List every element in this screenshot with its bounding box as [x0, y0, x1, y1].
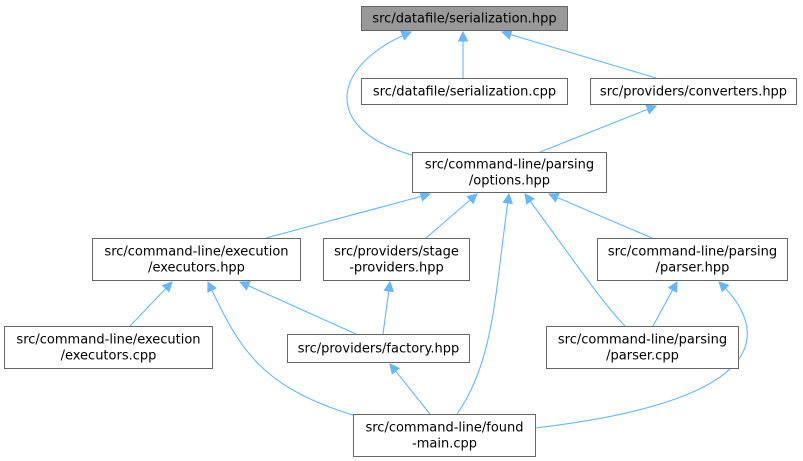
arrowhead-icon	[466, 193, 478, 205]
node-box	[92, 238, 301, 281]
node-serialization_hpp[interactable]: src/datafile/serialization.hpp	[361, 6, 568, 31]
arrowhead-icon	[389, 363, 401, 375]
edge-line	[389, 363, 431, 415]
node-options_hpp[interactable]: src/command-line/parsing/options.hpp	[412, 152, 607, 193]
edge-executors_hpp-to-found_main_cpp	[207, 280, 371, 421]
edge-options_hpp-to-found_main_cpp	[456, 192, 513, 415]
node-label: src/command-line/execution	[104, 245, 288, 260]
node-label: src/providers/converters.hpp	[600, 85, 787, 100]
node-box	[287, 334, 470, 363]
node-box	[590, 78, 797, 105]
node-label: src/datafile/serialization.cpp	[373, 85, 556, 100]
edge-factory_hpp-to-found_main_cpp	[389, 363, 431, 415]
edge-serialization_hpp-to-options_hpp	[346, 30, 416, 157]
edge-serialization_hpp-to-serialization_cpp	[457, 30, 469, 78]
node-label: -providers.hpp	[349, 261, 444, 276]
node-found_main_cpp[interactable]: src/command-line/found-main.cpp	[353, 414, 536, 457]
node-box	[4, 326, 213, 369]
node-label: src/command-line/parsing	[425, 158, 594, 173]
edge-line	[346, 31, 416, 157]
edge-line	[501, 31, 657, 79]
arrowhead-icon	[238, 281, 251, 291]
edge-executors_hpp-to-factory_hpp	[238, 281, 357, 335]
edge-options_hpp-to-parser_cpp	[524, 193, 626, 327]
node-box	[361, 6, 568, 31]
node-label: /executors.hpp	[148, 261, 245, 276]
edge-options_hpp-to-parser_hpp	[547, 192, 653, 239]
edge-options_hpp-to-stage_providers_hpp	[425, 193, 478, 239]
node-label: -main.cpp	[412, 437, 477, 452]
node-converters_hpp[interactable]: src/providers/converters.hpp	[590, 78, 797, 105]
arrowhead-icon	[207, 280, 217, 293]
edge-line	[425, 193, 478, 239]
node-label: src/providers/stage	[334, 245, 459, 260]
edge-converters_hpp-to-options_hpp	[539, 104, 658, 153]
node-label: /executors.cpp	[61, 349, 157, 364]
node-label: /parser.hpp	[656, 261, 730, 276]
node-label: /parser.cpp	[606, 349, 679, 364]
arrowhead-icon	[718, 281, 730, 293]
arrowhead-icon	[500, 29, 513, 40]
node-label: src/datafile/serialization.hpp	[372, 12, 556, 27]
edge-line	[129, 281, 173, 327]
arrowhead-icon	[667, 281, 678, 293]
arrowhead-icon	[457, 30, 469, 42]
arrowhead-icon	[645, 104, 658, 115]
node-label: src/command-line/found	[365, 421, 523, 436]
edge-serialization_hpp-to-converters_hpp	[500, 29, 657, 79]
edge-line	[265, 193, 431, 239]
node-executors_hpp[interactable]: src/command-line/execution/executors.hpp	[92, 238, 301, 281]
node-label: src/providers/factory.hpp	[298, 342, 459, 357]
edge-line	[456, 193, 510, 415]
edge-stage_providers_hpp-to-factory_hpp	[382, 280, 395, 335]
arrowhead-icon	[400, 30, 413, 41]
edge-executors_hpp-to-executors_cpp	[129, 281, 173, 327]
node-box	[597, 238, 788, 281]
node-label: src/command-line/parsing	[558, 333, 727, 348]
edge-line	[524, 193, 626, 327]
edge-line	[539, 105, 657, 153]
edges-layer	[129, 29, 748, 429]
edge-parser_hpp-to-parser_cpp	[652, 281, 678, 327]
node-executors_cpp[interactable]: src/command-line/execution/executors.cpp	[4, 326, 213, 369]
node-factory_hpp[interactable]: src/providers/factory.hpp	[287, 334, 470, 363]
arrowhead-icon	[524, 193, 535, 205]
node-label: /options.hpp	[469, 174, 550, 189]
node-label: src/command-line/execution	[16, 333, 200, 348]
node-parser_cpp[interactable]: src/command-line/parsing/parser.cpp	[546, 326, 739, 369]
edge-line	[239, 281, 357, 335]
arrowhead-icon	[502, 192, 513, 205]
node-box	[353, 414, 536, 457]
node-box	[361, 78, 568, 105]
node-serialization_cpp[interactable]: src/datafile/serialization.cpp	[361, 78, 568, 105]
arrowhead-icon	[547, 192, 560, 203]
arrowhead-icon	[383, 280, 395, 293]
edge-options_hpp-to-executors_hpp	[265, 191, 432, 239]
node-stage_providers_hpp[interactable]: src/providers/stage-providers.hpp	[323, 238, 470, 281]
arrowhead-icon	[419, 191, 432, 202]
node-box	[323, 238, 470, 281]
edge-line	[207, 281, 371, 421]
nodes-layer: src/datafile/serialization.hpp src/datafi…	[4, 6, 797, 457]
edge-line	[548, 193, 653, 239]
node-box	[546, 326, 739, 369]
arrowhead-icon	[161, 281, 173, 293]
node-label: src/command-line/parsing	[608, 245, 777, 260]
node-parser_hpp[interactable]: src/command-line/parsing/parser.hpp	[597, 238, 788, 281]
node-box	[412, 152, 607, 193]
